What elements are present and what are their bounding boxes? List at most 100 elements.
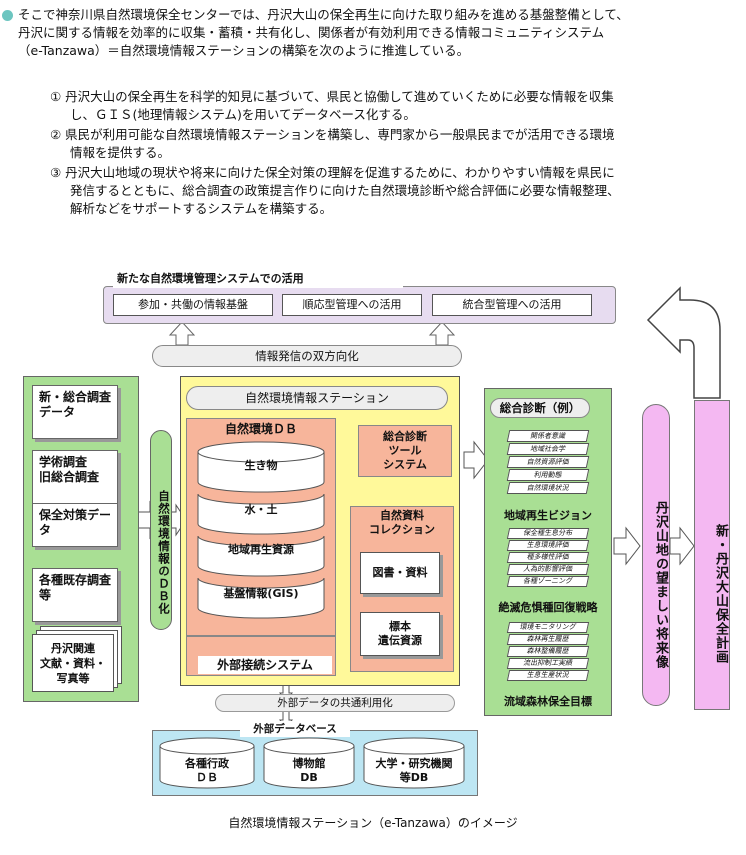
diag-item: 種多様性評価	[506, 552, 590, 563]
source-doc-academic-line-2: 旧総合調査	[39, 470, 100, 484]
collection-title-line-1: 自然資料	[380, 509, 424, 522]
db-layer-base-gis: 基盤情報(GIS)	[223, 587, 299, 600]
diag-item: 関係者意識	[506, 430, 590, 442]
ext-db-university: 大学・研究機関 等DB	[364, 756, 464, 786]
source-doc-tanzawa-line-3: 写真等	[56, 672, 90, 685]
books-box: 図書・資料	[360, 552, 440, 594]
shared-external-bar	[215, 694, 455, 712]
item-3-line-1: ③ 丹沢大山地域の現状や将来に向けた保全対策の理解を促進するために、わかりやすい…	[50, 165, 615, 180]
item-2: ② 県民が利用可能な自然環境情報ステーションを構築し、専門家から一般県民までが活…	[50, 126, 740, 162]
diagnosis-heading-forest: 流域森林保全目標	[504, 695, 592, 708]
ext-db-admin-line-2: ＤＢ	[196, 771, 218, 784]
utilization-box-integrated: 統合型管理への活用	[432, 294, 592, 316]
diag-item: 自然環境状況	[506, 482, 590, 494]
ext-db-university-line-1: 大学・研究機関	[375, 757, 453, 770]
item-2-line-2: 情報を提供する。	[70, 145, 171, 160]
shared-external-label: 外部データの共通利用化	[277, 697, 393, 709]
diagnosis-group-2: 保全種生息分布 生息環境評価 種多様性評価 人為的影響評価 各種ゾーニング	[506, 528, 590, 587]
db-cylinders	[197, 441, 325, 619]
up-arrow-left-icon	[168, 321, 196, 346]
diagnosis-heading-recovery: 絶滅危惧種回復戦略	[498, 601, 598, 614]
utilization-title: 新たな自然環境管理システムでの活用	[113, 270, 403, 288]
source-doc-academic-line-1: 学術調査	[39, 455, 88, 469]
intro-line-3: （e-Tanzawa）＝自然環境情報ステーションの構築を次のように推進している。	[18, 43, 470, 58]
diag-item: 地域社会学	[506, 443, 590, 455]
source-doc-tanzawa-line-2: 文献・資料・	[40, 657, 106, 670]
item-3-line-2: 発信するとともに、総合調査の政策提言作りに向けた自然環境診断や総合評価に必要な情…	[70, 183, 620, 198]
source-doc-academic: 学術調査旧総合調査	[32, 450, 120, 506]
item-2-line-1: ② 県民が利用可能な自然環境情報ステーションを構築し、専門家から一般県民までが活…	[50, 127, 615, 142]
conservation-plan-label: 新・丹沢大山保全計画	[713, 524, 728, 664]
diagnosis-group-1: 関係者意識 地域社会学 自然資源評価 利用動態 自然環境状況	[506, 430, 590, 494]
diagnostic-tool-line-3: システム	[383, 458, 427, 471]
item-list: ① 丹沢大山の保全再生を科学的知見に基づいて、県民と協働して進めていくために必要…	[50, 88, 740, 218]
diag-item: 各種ゾーニング	[506, 576, 590, 587]
specimen-line-1: 標本	[389, 620, 411, 633]
diagnosis-heading-vision: 地域再生ビジョン	[504, 509, 592, 522]
db-layer-water-soil: 水・土	[244, 503, 278, 516]
arrow-future-to-plan-icon	[669, 526, 695, 566]
future-vision-pill	[642, 404, 670, 706]
specimen-box: 標本 遺伝資源	[360, 612, 440, 656]
item-3-line-3: 解析などをサポートするシステムを構築する。	[70, 201, 333, 216]
collection-title: 自然資料 コレクション	[350, 508, 454, 538]
external-db-title: 外部データベース	[240, 721, 350, 737]
ext-db-admin: 各種行政 ＤＢ	[160, 756, 254, 786]
conservation-plan-box	[694, 400, 730, 710]
station-title: 自然環境情報ステーション	[186, 386, 448, 410]
diagnostic-tool-line-1: 総合診断	[383, 430, 427, 443]
source-doc-conservation-line-1: 保全対策データ	[39, 508, 112, 537]
ext-db-admin-line-1: 各種行政	[185, 757, 229, 770]
intro-line-2: 丹沢に関する情報を効率的に収集・蓄積・共有化し、関係者が有効利用できる情報コミュ…	[18, 25, 605, 40]
item-3: ③ 丹沢大山地域の現状や将来に向けた保全対策の理解を促進するために、わかりやすい…	[50, 164, 740, 218]
diagnosis-group-3: 環境モニタリング 森林再生履歴 森林整備履歴 流出抑制工実績 生息生産状況	[506, 622, 590, 681]
source-doc-survey-line-2: データ	[39, 405, 76, 419]
diag-item: 保全種生息分布	[506, 528, 590, 539]
ext-db-museum-line-2: DB	[300, 771, 318, 784]
diag-item: 人為的影響評価	[506, 564, 590, 575]
db-layer-regional-resources: 地域再生資源	[228, 543, 294, 556]
diag-item: 利用動態	[506, 469, 590, 481]
diagnostic-tool-line-2: ツール	[388, 444, 422, 457]
item-1-line-2: し、ＧＩＳ(地理情報システム)を用いてデータベース化する。	[70, 107, 416, 122]
ext-db-university-line-2: 等DB	[399, 771, 429, 784]
db-ization-label: 自然環境情報のＤＢ化	[157, 489, 171, 615]
db-layer-creatures: 生き物	[244, 459, 278, 472]
source-doc-existing-line-2: 等	[39, 588, 52, 602]
bullet-dot-icon	[2, 10, 13, 21]
source-doc-survey-line-1: 新・総合調査	[39, 390, 112, 404]
diag-item: 流出抑制工実績	[506, 658, 590, 669]
utilization-box-adaptive: 順応型管理への活用	[282, 294, 422, 316]
diag-item: 環境モニタリング	[506, 622, 590, 633]
item-1: ① 丹沢大山の保全再生を科学的知見に基づいて、県民と協働して進めていくために必要…	[50, 88, 740, 124]
bidirectional-label: 情報発信の双方向化	[255, 349, 359, 363]
db-ization-pill	[150, 430, 172, 630]
diagnostic-tool-label: 総合診断 ツール システム	[358, 425, 452, 477]
external-connection-label: 外部接続システム	[198, 656, 332, 674]
ext-db-museum-line-1: 博物館	[292, 757, 326, 770]
intro-paragraph: そこで神奈川県自然環境保全センターでは、丹沢大山の保全再生に向けた取り組みを進め…	[2, 6, 738, 60]
nature-db-title: 自然環境ＤＢ	[224, 422, 297, 436]
bidirectional-bar	[152, 345, 462, 367]
source-doc-conservation: 保全対策データ	[32, 503, 120, 559]
diag-item: 自然資源評価	[506, 456, 590, 468]
source-doc-existing: 各種既存調査等	[32, 568, 120, 624]
utilization-box-participation: 参加・共働の情報基盤	[113, 294, 273, 316]
arrow-station-to-diag-icon	[463, 440, 489, 480]
external-db-cylinders	[159, 737, 465, 789]
diag-item: 生息生産状況	[506, 670, 590, 681]
specimen-line-2: 遺伝資源	[378, 634, 422, 647]
diagnostic-tool-box	[358, 425, 452, 477]
source-doc-tanzawa-line-1: 丹沢関連	[51, 642, 95, 655]
intro-line-1: そこで神奈川県自然環境保全センターでは、丹沢大山の保全再生に向けた取り組みを進め…	[18, 7, 629, 22]
source-doc-existing-line-1: 各種既存調査	[39, 573, 112, 587]
collection-title-line-2: コレクション	[369, 523, 435, 536]
source-doc-tanzawa: 丹沢関連 文献・資料・ 写真等	[32, 626, 124, 692]
diag-item: 生息環境評価	[506, 540, 590, 551]
item-1-line-1: ① 丹沢大山の保全再生を科学的知見に基づいて、県民と協働して進めていくために必要…	[50, 89, 614, 104]
diag-item: 森林整備履歴	[506, 646, 590, 657]
arrow-diag-to-future-icon	[613, 526, 641, 566]
up-arrow-right-icon	[428, 321, 456, 346]
source-doc-survey: 新・総合調査データ	[32, 385, 120, 441]
ext-db-museum: 博物館 DB	[264, 756, 354, 786]
